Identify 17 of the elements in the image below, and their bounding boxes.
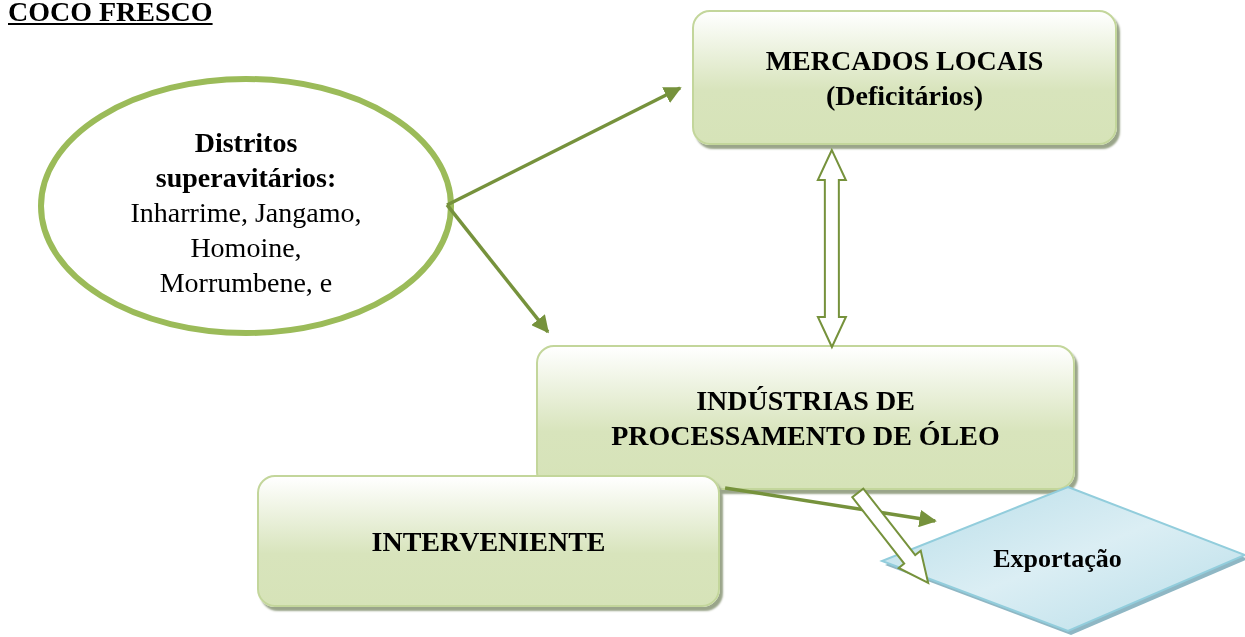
process-box xyxy=(257,475,720,607)
node-text: Inharrime, Jangamo, Homoine, Morrumbene, e xyxy=(129,196,363,300)
title: COCO FRESCO xyxy=(8,0,213,28)
node-text: INDÚSTRIAS DE PROCESSAMENTO DE ÓLEO xyxy=(610,383,1001,453)
arrow xyxy=(724,486,937,528)
node-text: MERCADOS LOCAIS (Deficitários) xyxy=(764,43,1045,113)
process-box xyxy=(536,345,1075,490)
process-box xyxy=(692,10,1117,145)
node-text: Exportação xyxy=(993,542,1122,575)
node-text: INTERVENIENTE xyxy=(371,524,606,559)
heading-text: Distritos superavitários: xyxy=(154,126,338,195)
arrow xyxy=(445,203,550,334)
block-arrow xyxy=(850,487,930,585)
block-arrow xyxy=(816,147,848,350)
district-ellipse xyxy=(37,75,455,337)
export-diamond xyxy=(880,485,1245,633)
arrow xyxy=(446,86,682,207)
